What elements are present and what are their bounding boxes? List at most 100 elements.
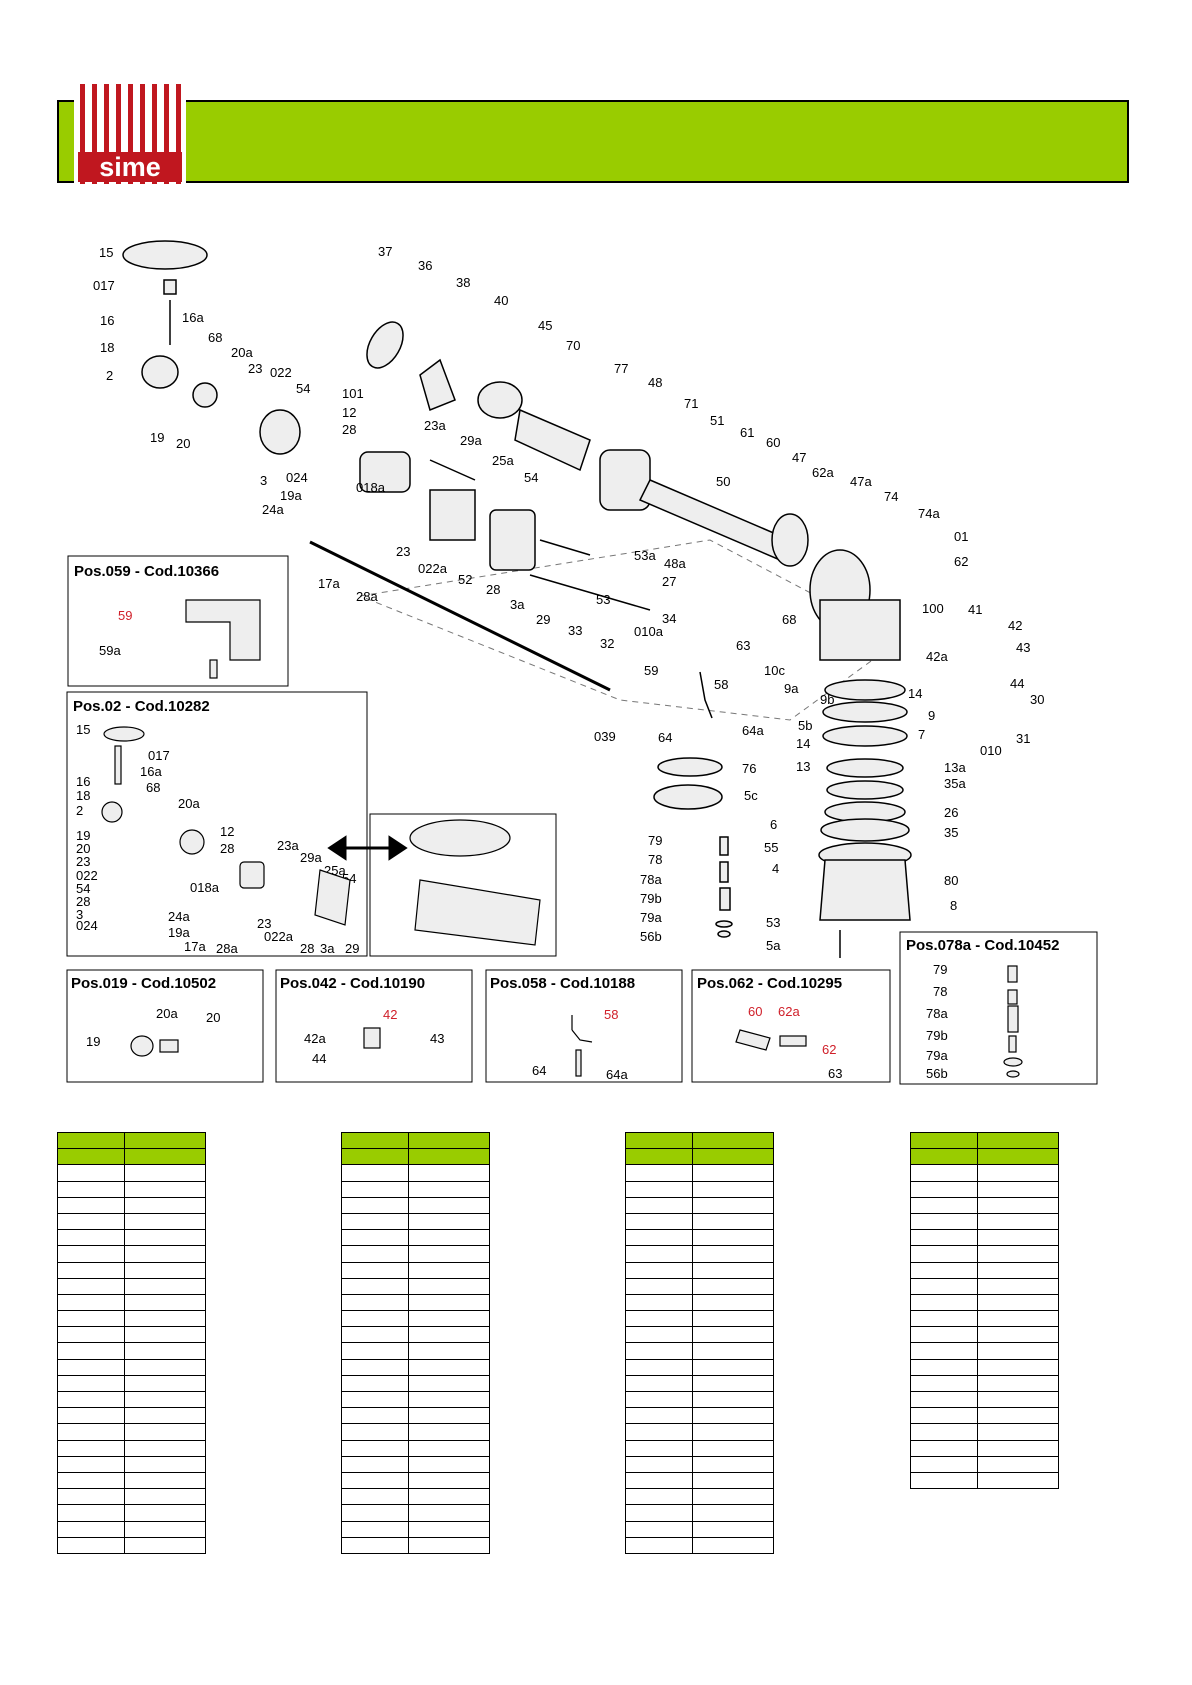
part-label: 63 (736, 638, 750, 653)
part-label: 13a (944, 760, 966, 775)
part-label: 60 (766, 435, 780, 450)
inset-label: 20a (178, 796, 200, 811)
part-label: 53 (596, 592, 610, 607)
exploded-parts-diagram: Pos.059 - Cod.10366 Pos.02 - Cod.10282 P… (66, 240, 1098, 1085)
part-label: 54 (296, 381, 310, 396)
inset-label: 23 (257, 916, 271, 931)
part-label: 36 (418, 258, 432, 273)
part-label: 53 (766, 915, 780, 930)
part-label: 40 (494, 293, 508, 308)
part-label: 3a (510, 597, 525, 612)
part-label: 28 (486, 582, 500, 597)
header-bar (57, 100, 1129, 183)
part-label: 6 (770, 817, 777, 832)
part-label: 68 (208, 330, 222, 345)
inset-label: 018a (190, 880, 220, 895)
part-label: 5b (798, 718, 812, 733)
part-label: 48a (664, 556, 686, 571)
inset-label: 62 (822, 1042, 836, 1057)
inset-label: 19 (86, 1034, 100, 1049)
part-label: 20a (231, 345, 253, 360)
inset-label: 3 (76, 907, 83, 922)
inset-label: 20 (76, 841, 90, 856)
part-label: 2 (106, 368, 113, 383)
part-label: 54 (524, 470, 538, 485)
inset-label: 23 (76, 854, 90, 869)
part-label: 32 (600, 636, 614, 651)
part-label: 30 (1030, 692, 1044, 707)
inset-title: Pos.062 - Cod.10295 (697, 975, 842, 992)
part-label: 039 (594, 729, 616, 744)
part-label: 16 (100, 313, 114, 328)
part-label: 100 (922, 601, 944, 616)
part-label: 74 (884, 489, 898, 504)
part-label: 47a (850, 474, 872, 489)
inset-label: 79b (926, 1028, 948, 1043)
part-label: 80 (944, 873, 958, 888)
part-label: 34 (662, 611, 676, 626)
inset-label: 56b (926, 1066, 948, 1081)
inset-title: Pos.02 - Cod.10282 (73, 698, 210, 715)
part-label: 10c (764, 663, 785, 678)
part-label: 18 (100, 340, 114, 355)
part-label: 20 (176, 436, 190, 451)
part-label: 33 (568, 623, 582, 638)
inset-label: 24a (168, 909, 190, 924)
inset-label: 022 (76, 868, 98, 883)
part-label: 010 (980, 743, 1002, 758)
inset-label: 15 (76, 722, 90, 737)
part-label: 017 (93, 278, 115, 293)
part-label: 78a (640, 872, 662, 887)
part-label: 50 (716, 474, 730, 489)
part-label: 010a (634, 624, 664, 639)
part-label: 43 (1016, 640, 1030, 655)
part-label: 56b (640, 929, 662, 944)
inset-label: 16a (140, 764, 162, 779)
part-label: 23 (396, 544, 410, 559)
parts-table-1 (57, 1131, 206, 1554)
inset-label: 20a (156, 1006, 178, 1021)
part-label: 68 (782, 612, 796, 627)
inset-label: 29a (300, 850, 322, 865)
part-label: 28a (356, 589, 378, 604)
inset-label: 28 (76, 894, 90, 909)
inset-label: 68 (146, 780, 160, 795)
part-label: 62 (954, 554, 968, 569)
inset-label: 59 (118, 608, 132, 623)
inset-label: 20 (206, 1010, 220, 1025)
part-label: 16a (182, 310, 204, 325)
part-label: 4 (772, 861, 779, 876)
part-label: 51 (710, 413, 724, 428)
part-label: 55 (764, 840, 778, 855)
part-label: 78 (648, 852, 662, 867)
inset-label: 44 (312, 1051, 326, 1066)
part-label: 19a (280, 488, 302, 503)
inset-label: 23a (277, 838, 299, 853)
part-label: 9b (820, 692, 834, 707)
part-label: 9a (784, 681, 799, 696)
part-label: 14 (908, 686, 922, 701)
part-label: 022 (270, 365, 292, 380)
inset-label: 62a (778, 1004, 800, 1019)
part-label: 76 (742, 761, 756, 776)
part-label: 7 (918, 727, 925, 742)
inset-label: 64 (532, 1063, 546, 1078)
part-label: 101 (342, 386, 364, 401)
part-label: 38 (456, 275, 470, 290)
inset-label: 60 (748, 1004, 762, 1019)
inset-label: 58 (604, 1007, 618, 1022)
part-label: 59 (644, 663, 658, 678)
rod-part (309, 540, 611, 692)
part-label: 26 (944, 805, 958, 820)
part-label: 74a (918, 506, 940, 521)
part-label: 29 (536, 612, 550, 627)
inset-title: Pos.019 - Cod.10502 (71, 975, 216, 992)
part-label: 42 (1008, 618, 1022, 633)
inset-label: 17a (184, 939, 206, 954)
part-label: 44 (1010, 676, 1024, 691)
part-label: 41 (968, 602, 982, 617)
part-label: 48 (648, 375, 662, 390)
part-label: 53a (634, 548, 656, 563)
part-label: 022a (418, 561, 448, 576)
part-label: 45 (538, 318, 552, 333)
